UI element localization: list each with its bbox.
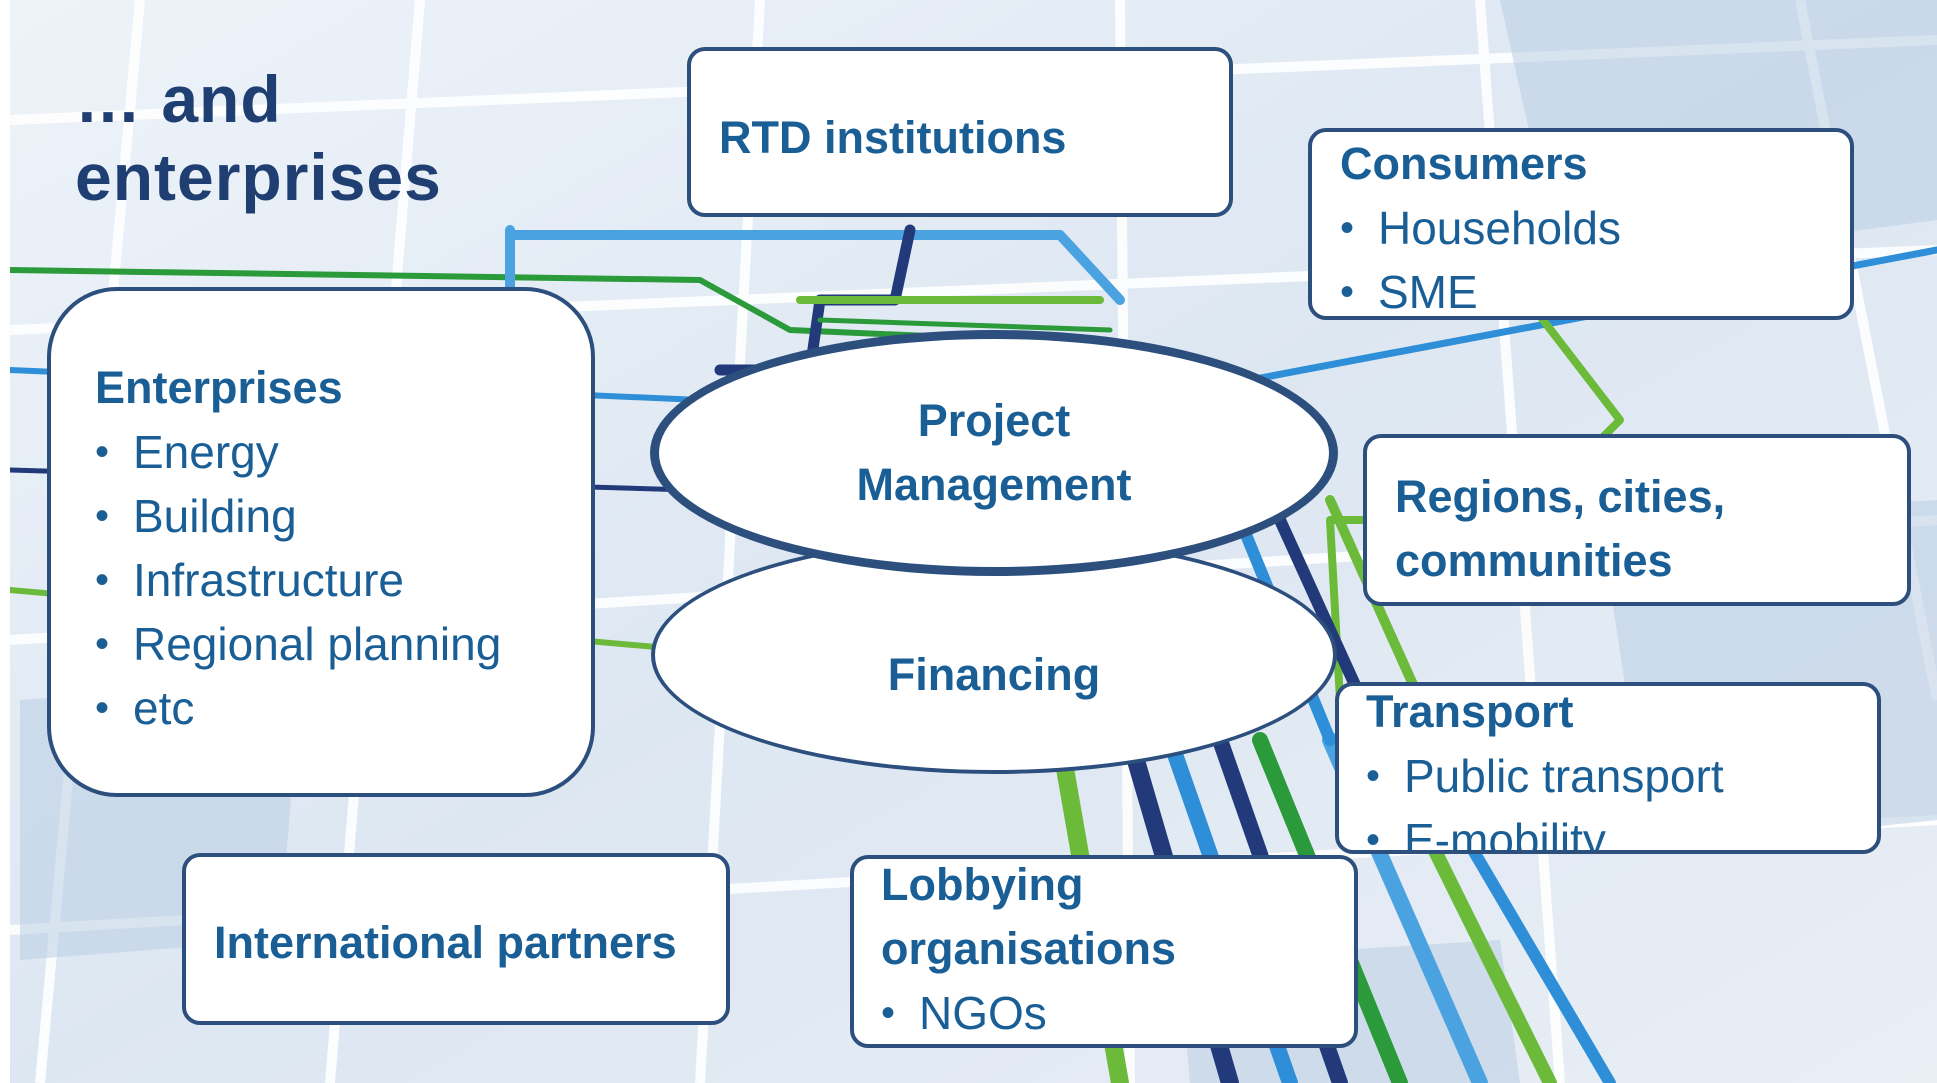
bullet-icon: •	[1366, 754, 1381, 798]
bullet-icon: •	[95, 686, 110, 730]
regions-line-1: Regions, cities,	[1395, 471, 1726, 522]
international-partners-label: International partners	[214, 917, 677, 968]
lobbying-line-2: organisations	[881, 923, 1177, 974]
project-management-line-2: Management	[856, 459, 1132, 510]
international-partners-box: International partners	[182, 853, 730, 1025]
consumers-box: Consumers •Households •SME	[1308, 128, 1854, 320]
transport-box: Transport •Public transport •E-mobility	[1335, 682, 1881, 854]
project-management-line-1: Project	[917, 395, 1071, 446]
enterprises-title: Enterprises	[95, 362, 343, 413]
bullet-icon: •	[881, 991, 896, 1035]
regions-line-2: communities	[1395, 535, 1673, 586]
slide-title-line-1: … and	[75, 62, 282, 136]
transport-title: Transport	[1366, 686, 1574, 737]
rtd-institutions-box: RTD institutions	[687, 47, 1233, 217]
slide-title: … and enterprises	[75, 60, 442, 216]
regions-box: Regions, cities, communities	[1363, 434, 1911, 606]
list-item: •E-mobility	[1366, 808, 1877, 854]
lobbying-organisations-box: Lobbying organisations •NGOs	[850, 855, 1358, 1048]
transport-list: •Public transport •E-mobility	[1366, 744, 1877, 854]
list-item: •Energy	[95, 420, 591, 484]
bullet-icon: •	[95, 622, 110, 666]
enterprises-box: Enterprises •Energy •Building •Infrastru…	[47, 287, 595, 797]
list-item: •Building	[95, 484, 591, 548]
list-item: •Households	[1340, 196, 1850, 260]
bullet-icon: •	[95, 430, 110, 474]
rtd-institutions-label: RTD institutions	[719, 112, 1067, 163]
bullet-icon: •	[1340, 206, 1355, 250]
bullet-icon: •	[95, 494, 110, 538]
consumers-list: •Households •SME	[1340, 196, 1850, 324]
bullet-icon: •	[1340, 270, 1355, 314]
project-management-ellipse: Project Management	[650, 330, 1338, 576]
bullet-icon: •	[95, 558, 110, 602]
list-item: •NGOs	[881, 981, 1354, 1045]
financing-label: Financing	[887, 649, 1101, 700]
bullet-icon: •	[1366, 818, 1381, 854]
lobbying-line-1: Lobbying	[881, 859, 1084, 910]
slide-title-line-2: enterprises	[75, 140, 442, 214]
list-item: •SME	[1340, 260, 1850, 324]
consumers-title: Consumers	[1340, 138, 1588, 189]
lobbying-list: •NGOs	[881, 981, 1354, 1045]
list-item: •Regional planning	[95, 612, 591, 676]
list-item: •Public transport	[1366, 744, 1877, 808]
list-item: •Infrastructure	[95, 548, 591, 612]
enterprises-list: •Energy •Building •Infrastructure •Regio…	[95, 420, 591, 740]
list-item: •etc	[95, 676, 591, 740]
